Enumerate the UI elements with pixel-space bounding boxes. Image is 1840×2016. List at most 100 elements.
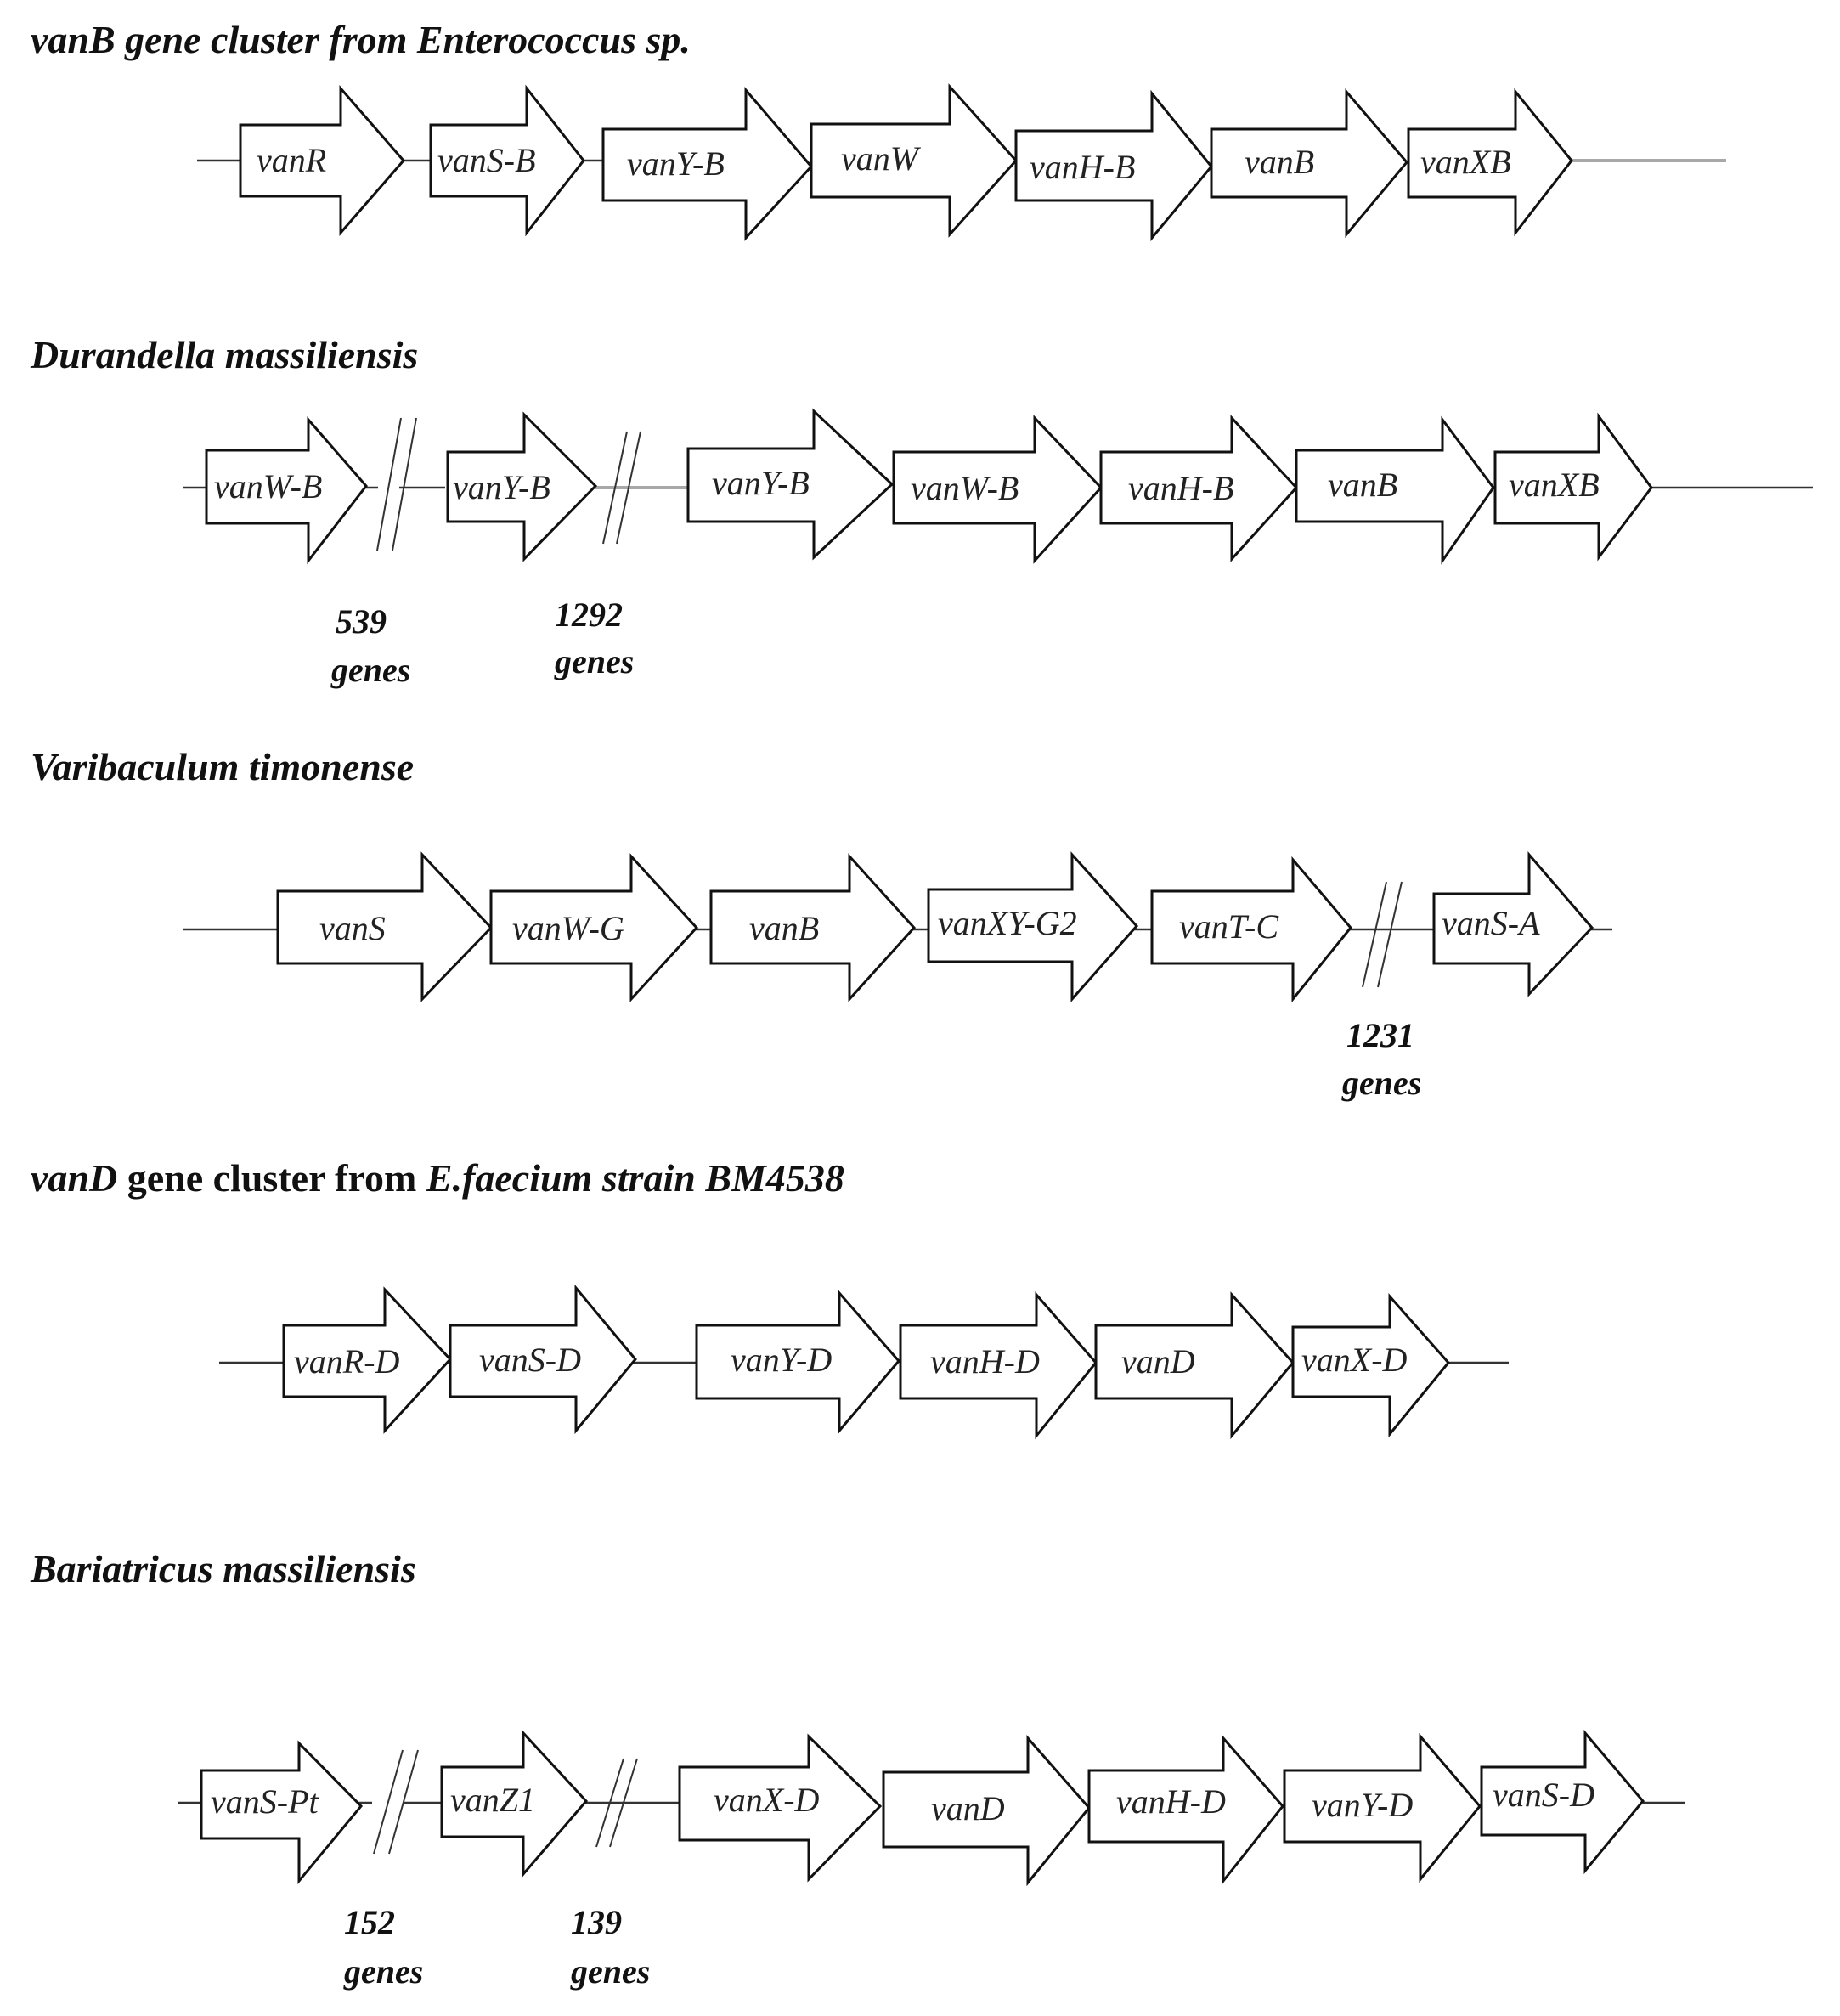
- gap-count: 539: [336, 602, 387, 641]
- title-part: gene cluster from: [117, 1156, 426, 1200]
- gap-label-1292: 1292 genes: [554, 596, 634, 680]
- gene-arrow-vany-d: vanY-D: [695, 1290, 900, 1435]
- gene-arrow-vans-d: vanS-D: [1480, 1729, 1645, 1875]
- gene-label: vanH-B: [1030, 148, 1135, 186]
- gene-label: vanH-D: [1116, 1782, 1226, 1821]
- gene-arrow-vand: vanD: [882, 1735, 1091, 1887]
- gene-label: vanR: [257, 141, 326, 179]
- gene-label: vanT-C: [1179, 907, 1279, 946]
- gene-label: vanXB: [1509, 466, 1600, 504]
- gene-arrow-vanb: vanB: [709, 853, 917, 1002]
- gene-label: vanS-Pt: [211, 1782, 319, 1821]
- gene-label: vanX-D: [714, 1781, 820, 1819]
- panel-varibaculum-timonense: Varibaculum timonense vanS vanW-G vanB v…: [31, 745, 1612, 1102]
- gene-arrow-vanxy-g2: vanXY-G2: [927, 851, 1139, 1002]
- gene-label: vanY-B: [627, 144, 725, 183]
- gap-label-139: 139 genes: [570, 1903, 650, 1991]
- gene-arrow-vanx-d: vanX-D: [1291, 1293, 1450, 1438]
- gene-arrow-vanw-b-1: vanW-B: [205, 415, 368, 565]
- gene-arrow-vans-d: vanS-D: [449, 1284, 637, 1435]
- gene-label: vanW-G: [512, 909, 624, 947]
- gene-label: vanS-A: [1442, 904, 1540, 942]
- break-mark-139: [595, 1758, 638, 1848]
- gene-arrow-vans-a: vanS-A: [1432, 850, 1594, 997]
- gene-arrow-vanb: vanB: [1210, 88, 1408, 239]
- panel-vand-efaecium: vanD gene cluster from E.faecium strain …: [31, 1156, 1509, 1440]
- gene-arrow-vant-c: vanT-C: [1150, 856, 1352, 1003]
- break-mark-1292: [602, 431, 641, 545]
- gap-label-539: 539 genes: [330, 602, 410, 689]
- gene-arrow-vans-b: vanS-B: [429, 84, 585, 237]
- gene-label: vanW-B: [911, 469, 1019, 507]
- gap-count: 1292: [555, 596, 623, 634]
- gene-arrow-vany-d: vanY-D: [1283, 1732, 1482, 1883]
- gene-label: vanW: [841, 139, 922, 178]
- gene-arrow-vanw: vanW: [810, 83, 1019, 238]
- gene-label: vanS-D: [479, 1341, 581, 1379]
- gap-count: 139: [571, 1903, 622, 1941]
- title-part: E.faecium strain BM4538: [426, 1156, 844, 1200]
- gene-arrow-vanh-d: vanH-D: [899, 1291, 1098, 1440]
- title-part: Varibaculum timonense: [31, 745, 414, 788]
- gap-label-152: 152 genes: [343, 1903, 423, 1991]
- gene-arrow-vanxb: vanXB: [1493, 412, 1653, 562]
- title-part: vanD: [31, 1156, 117, 1200]
- gene-label: vanX-D: [1301, 1341, 1408, 1379]
- gene-label: vanD: [931, 1789, 1005, 1827]
- panel-title: Varibaculum timonense: [31, 745, 414, 788]
- gene-arrow-vanb: vanB: [1295, 415, 1495, 565]
- gene-label: vanS: [319, 909, 386, 947]
- gene-label: vanH-D: [930, 1342, 1040, 1381]
- break-mark-152: [373, 1749, 419, 1855]
- panel-vanb-enterococcus: vanB gene cluster from Enterococcus sp. …: [31, 18, 1726, 242]
- gene-label: vanY-D: [1312, 1786, 1413, 1824]
- gene-arrow-vany-b-1: vanY-B: [446, 411, 598, 562]
- gene-arrow-vanz1: vanZ1: [440, 1730, 589, 1878]
- gene-arrow-vans-pt: vanS-Pt: [200, 1740, 364, 1885]
- panel-title: Bariatricus massiliensis: [30, 1547, 416, 1590]
- panel-title: vanD gene cluster from E.faecium strain …: [31, 1156, 844, 1200]
- gene-arrow-vanh-d: vanH-D: [1087, 1735, 1284, 1885]
- gene-label: vanY-B: [453, 468, 550, 506]
- gene-label: vanY-D: [731, 1341, 832, 1379]
- gene-arrow-vanh-b: vanH-B: [1014, 89, 1213, 242]
- gene-arrow-vanw-g: vanW-G: [489, 853, 699, 1002]
- panel-title: Durandella massiliensis: [30, 333, 418, 376]
- gene-label: vanB: [1245, 143, 1314, 181]
- gap-unit: genes: [554, 642, 634, 680]
- gene-arrow-vany-b-2: vanY-B: [686, 408, 895, 561]
- panel-durandella-massiliensis: Durandella massiliensis vanW-B vanY-B va…: [30, 333, 1813, 689]
- gene-arrow-vanh-b: vanH-B: [1099, 415, 1299, 562]
- gene-arrow-vans: vanS: [276, 851, 494, 1002]
- gene-label: vanD: [1121, 1342, 1195, 1381]
- gene-label: vanY-B: [712, 464, 810, 502]
- gene-label: vanB: [749, 909, 819, 947]
- panel-title: vanB gene cluster from Enterococcus sp.: [31, 18, 691, 61]
- gene-label: vanS-B: [437, 141, 536, 179]
- gene-label: vanR-D: [294, 1342, 400, 1381]
- gene-label: vanS-D: [1493, 1776, 1594, 1814]
- gap-unit: genes: [343, 1952, 423, 1991]
- gap-label-1231: 1231 genes: [1341, 1016, 1421, 1102]
- gene-arrow-vanr: vanR: [239, 84, 405, 237]
- gap-count: 1231: [1346, 1016, 1414, 1054]
- title-part: Bariatricus massiliensis: [30, 1547, 416, 1590]
- gene-arrow-vany-b: vanY-B: [601, 86, 814, 241]
- title-part: Durandella massiliensis: [30, 333, 418, 376]
- break-mark-539: [376, 417, 417, 551]
- gene-arrow-vanxb: vanXB: [1407, 88, 1573, 237]
- gene-arrow-vand: vanD: [1094, 1291, 1295, 1440]
- gene-arrow-vanx-d: vanX-D: [678, 1733, 883, 1883]
- gap-count: 152: [344, 1903, 395, 1941]
- gene-label: vanXY-G2: [938, 904, 1077, 942]
- gene-label: vanB: [1328, 466, 1397, 504]
- break-mark-1231: [1362, 881, 1403, 988]
- gene-label: vanXB: [1420, 143, 1511, 181]
- panel-bariatricus-massiliensis: Bariatricus massiliensis vanS-Pt vanZ1 v…: [30, 1547, 1685, 1991]
- gap-unit: genes: [570, 1952, 650, 1991]
- gap-unit: genes: [330, 651, 410, 689]
- gene-label: vanH-B: [1128, 469, 1233, 507]
- gap-unit: genes: [1341, 1064, 1421, 1102]
